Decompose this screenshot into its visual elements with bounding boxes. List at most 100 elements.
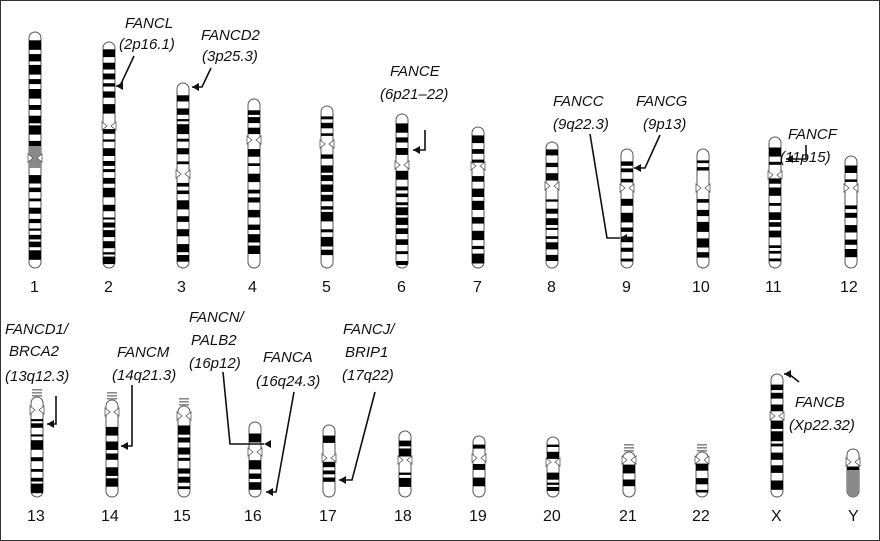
pointer-line bbox=[121, 385, 133, 447]
band bbox=[845, 249, 857, 258]
arrowhead bbox=[192, 83, 199, 91]
band bbox=[473, 477, 485, 487]
band bbox=[177, 138, 189, 142]
band bbox=[31, 469, 43, 472]
gene-name: FANCM bbox=[117, 344, 170, 361]
chromosome-label: 14 bbox=[101, 508, 119, 525]
band bbox=[103, 148, 115, 156]
arrowhead bbox=[47, 420, 54, 428]
gene-locus: (9p13) bbox=[643, 116, 686, 133]
centromere bbox=[854, 457, 861, 467]
chromosome-body bbox=[247, 98, 261, 269]
band bbox=[697, 221, 709, 232]
band bbox=[399, 472, 411, 475]
band bbox=[472, 230, 484, 241]
band bbox=[103, 91, 115, 98]
band bbox=[29, 125, 41, 135]
band bbox=[29, 198, 41, 202]
band bbox=[248, 117, 260, 124]
band bbox=[769, 222, 781, 227]
gene-name: BRCA2 bbox=[9, 343, 60, 360]
chromosome-label: 7 bbox=[473, 279, 482, 296]
band bbox=[321, 165, 333, 173]
band bbox=[178, 476, 190, 483]
arrowhead bbox=[266, 488, 273, 496]
band-group bbox=[547, 444, 559, 491]
band bbox=[769, 147, 781, 157]
band bbox=[29, 54, 41, 62]
band bbox=[621, 247, 633, 252]
band bbox=[321, 194, 333, 202]
band-group bbox=[29, 40, 41, 260]
gene-name: FANCB bbox=[795, 394, 845, 411]
band-group bbox=[321, 116, 333, 256]
band bbox=[103, 161, 115, 166]
pointer-line bbox=[339, 391, 376, 481]
band bbox=[845, 165, 857, 173]
band bbox=[178, 457, 190, 461]
band bbox=[546, 236, 558, 239]
band bbox=[472, 245, 484, 250]
band bbox=[321, 206, 333, 210]
band bbox=[103, 83, 115, 87]
band bbox=[845, 179, 857, 182]
band bbox=[103, 230, 115, 238]
band bbox=[771, 443, 783, 447]
band bbox=[697, 252, 709, 258]
gene-annotation: FANCB(Xp22.32) bbox=[784, 370, 855, 434]
centromere bbox=[471, 453, 478, 463]
band bbox=[396, 137, 408, 143]
band bbox=[847, 466, 859, 472]
centromere bbox=[480, 453, 487, 463]
band bbox=[696, 463, 708, 471]
band-group bbox=[623, 464, 635, 487]
chromosome-6: 6 bbox=[394, 113, 410, 296]
chromosome-label: 6 bbox=[397, 279, 406, 296]
band bbox=[248, 209, 260, 218]
band-group bbox=[546, 149, 558, 261]
band bbox=[547, 482, 559, 485]
gene-locus: (6p21–22) bbox=[380, 86, 448, 103]
gene-locus: (9q22.3) bbox=[553, 116, 609, 133]
satellite bbox=[697, 450, 707, 452]
band bbox=[621, 178, 633, 183]
band bbox=[546, 254, 558, 261]
gene-name: BRIP1 bbox=[345, 344, 388, 361]
gene-annotation: FANCA(16q24.3) bbox=[256, 349, 320, 496]
chromosome-17: 17 bbox=[319, 424, 337, 525]
band bbox=[178, 468, 190, 474]
band bbox=[31, 434, 43, 437]
band bbox=[321, 133, 333, 136]
band bbox=[769, 258, 781, 262]
band bbox=[31, 440, 43, 450]
centromere bbox=[185, 411, 192, 421]
band bbox=[771, 404, 783, 412]
centromere bbox=[553, 181, 560, 191]
centromere bbox=[38, 405, 45, 415]
band bbox=[396, 228, 408, 234]
band bbox=[547, 472, 559, 480]
gene-annotation: FANCN/PALB2(16p12) bbox=[189, 309, 271, 448]
gene-name: FANCD1/ bbox=[5, 321, 70, 338]
band bbox=[29, 40, 41, 50]
chromosome-label: Y bbox=[848, 508, 859, 525]
band bbox=[177, 216, 189, 222]
arrowhead bbox=[634, 164, 641, 172]
band bbox=[396, 148, 408, 155]
band bbox=[472, 135, 484, 144]
centromere bbox=[479, 161, 486, 171]
band bbox=[771, 384, 783, 391]
gene-name: FANCD2 bbox=[201, 27, 261, 44]
band bbox=[771, 480, 783, 490]
chromosome-1: 1 bbox=[27, 31, 43, 296]
band bbox=[323, 470, 335, 475]
band bbox=[177, 244, 189, 253]
gene-annotation: FANCL(2p16.1) bbox=[116, 15, 175, 90]
band bbox=[103, 104, 115, 114]
band bbox=[29, 140, 41, 150]
band bbox=[546, 149, 558, 156]
band bbox=[248, 110, 260, 115]
band-group bbox=[847, 466, 859, 497]
satellite bbox=[32, 395, 42, 397]
centromere bbox=[104, 407, 111, 417]
